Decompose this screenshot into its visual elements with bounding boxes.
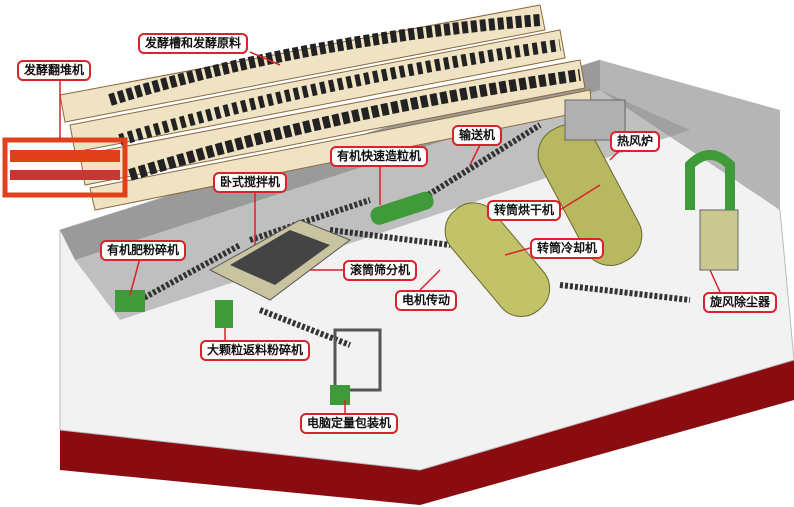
cyclone-dust-collector <box>685 150 739 271</box>
label-turner: 发酵翻堆机 <box>17 60 92 81</box>
label-cooler: 转筒冷却机 <box>530 238 605 259</box>
label-conveyor: 输送机 <box>452 125 503 146</box>
pointer-lines <box>59 51 721 413</box>
dryer-drum <box>537 124 643 266</box>
label-screener: 滚筒筛分机 <box>343 260 418 281</box>
label-mixer: 卧式搅拌机 <box>213 172 288 193</box>
label-packer: 电脑定量包装机 <box>300 413 399 434</box>
label-granulator: 有机快速造粒机 <box>330 146 429 167</box>
floor-base <box>60 360 794 505</box>
label-motor-drive: 电机传动 <box>395 290 458 311</box>
label-return-crusher: 大颗粒返料粉碎机 <box>200 340 311 361</box>
cooler-drum <box>444 202 551 318</box>
return-crusher-machine <box>215 300 233 328</box>
label-dryer: 转筒烘干机 <box>487 200 562 221</box>
label-fermentation-trough: 发酵槽和发酵原料 <box>138 33 249 54</box>
label-cyclone: 旋风除尘器 <box>703 292 778 313</box>
crusher-machine <box>115 290 145 312</box>
label-hot-air-furnace: 热风炉 <box>610 131 661 152</box>
granulator-machine <box>370 191 434 225</box>
label-crusher: 有机肥粉碎机 <box>100 240 187 261</box>
turner-machine <box>2 137 128 198</box>
